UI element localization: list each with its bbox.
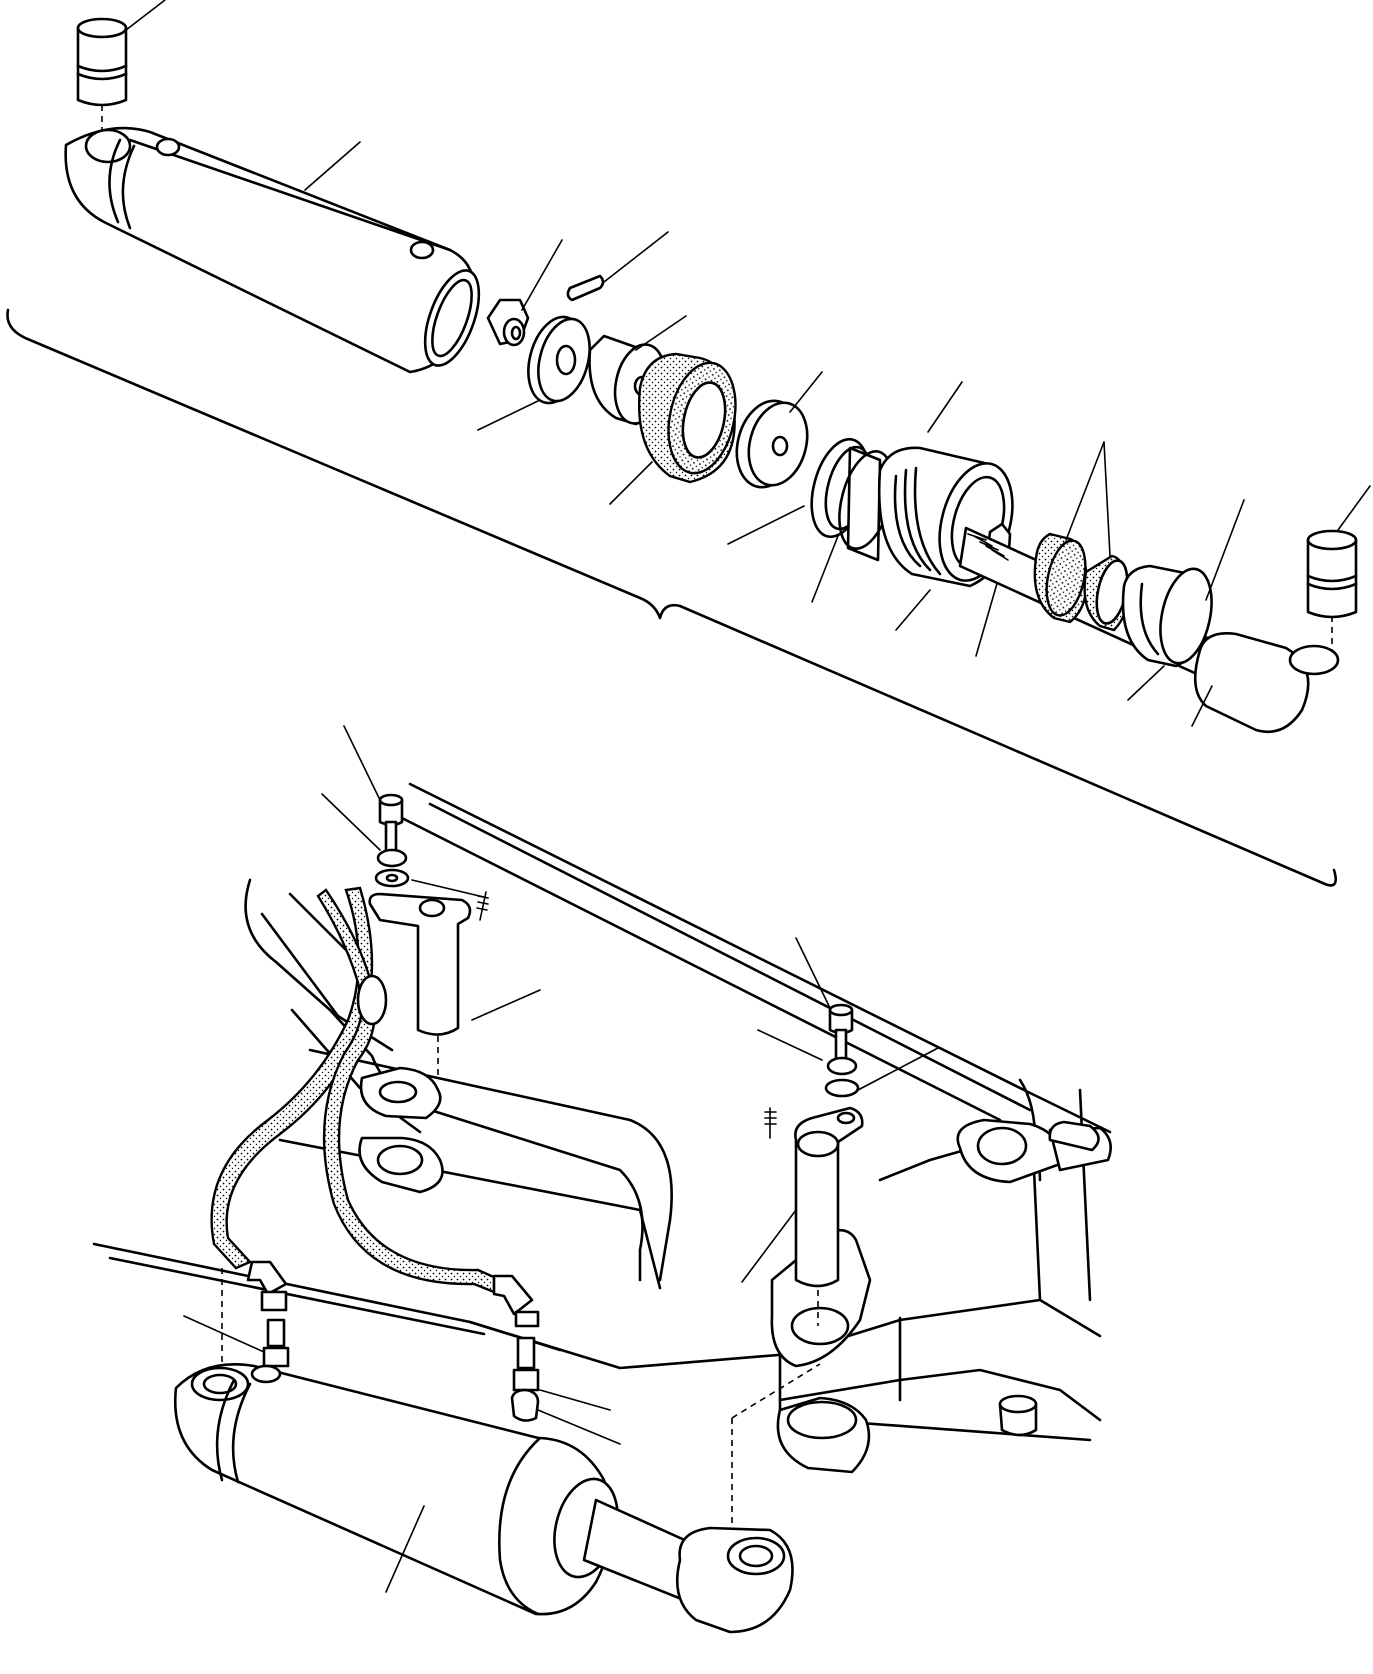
rod-ring <box>1121 499 1245 701</box>
bolt-left <box>343 725 404 860</box>
bushing-right <box>1306 485 1371 650</box>
gland <box>877 381 1014 631</box>
bushing-top-left <box>76 0 166 140</box>
piston-nut <box>486 239 563 347</box>
roll-pin <box>566 231 669 302</box>
seal-ring-1 <box>477 315 591 431</box>
pivot-pin-left <box>368 892 541 1076</box>
bolt-right <box>795 937 854 1066</box>
piston <box>609 352 737 505</box>
screw-mark-left <box>476 891 489 921</box>
elbow-fitting-2 <box>492 1274 540 1328</box>
wear-ring <box>811 446 894 603</box>
washer <box>735 371 823 489</box>
elbow-fitting-1 <box>246 1260 288 1312</box>
pivot-pin-right <box>741 1106 864 1326</box>
cylinder-barrel <box>64 126 481 374</box>
adapter-2 <box>510 1336 621 1445</box>
steering-cylinder-assembled <box>174 1363 821 1634</box>
hose-2 <box>316 888 498 1294</box>
washer-left <box>374 868 489 899</box>
adapter-1 <box>183 1268 290 1378</box>
lock-washer-left <box>321 793 408 868</box>
washer-right <box>824 1047 939 1098</box>
lock-washer-right <box>757 1029 858 1076</box>
screw-mark-right <box>764 1107 777 1139</box>
wiper-rings <box>1033 441 1130 632</box>
grouping-brace <box>6 308 1337 887</box>
